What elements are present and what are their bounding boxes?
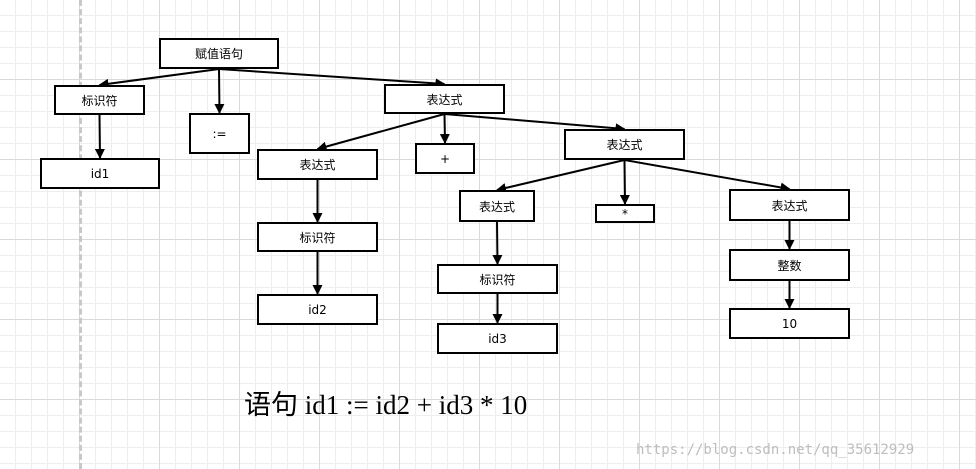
edge-expr_root-to-expr_l bbox=[316, 113, 445, 152]
edge-expr_root-to-expr_r bbox=[444, 113, 626, 134]
page-guide-line bbox=[79, 0, 82, 469]
node-multiply-operator: * bbox=[595, 204, 655, 223]
edge-assign-to-op_assign bbox=[214, 68, 225, 114]
node-assignment-statement: 赋值语句 bbox=[159, 38, 279, 69]
node-expression: 表达式 bbox=[459, 190, 535, 222]
edge-assign-to-id_a bbox=[98, 68, 220, 89]
source-watermark: https://blog.csdn.net/qq_35612929 bbox=[636, 442, 915, 458]
node-expression-left: 表达式 bbox=[257, 149, 378, 180]
node-assign-operator: := bbox=[189, 113, 250, 154]
node-id3: id3 bbox=[437, 323, 558, 354]
node-identifier: 标识符 bbox=[54, 85, 145, 115]
node-identifier: 标识符 bbox=[257, 222, 378, 252]
edge-expr_rl-to-id_c bbox=[492, 221, 503, 265]
statement-caption: 语句 id1 := id2 + id3 * 10 bbox=[244, 390, 528, 420]
edge-expr_r-to-op_mul bbox=[619, 159, 630, 205]
edge-expr_r-to-expr_rr bbox=[624, 159, 791, 193]
node-integer: 整数 bbox=[729, 249, 850, 281]
node-expression-root: 表达式 bbox=[384, 84, 505, 114]
edge-id_a-to-id1 bbox=[94, 114, 105, 159]
edge-assign-to-expr_root bbox=[218, 68, 446, 89]
edge-expr_r-to-expr_rl bbox=[496, 159, 625, 193]
node-expression: 表达式 bbox=[729, 189, 850, 221]
node-plus-operator: + bbox=[415, 143, 475, 174]
node-id2: id2 bbox=[257, 294, 378, 325]
node-id1: id1 bbox=[40, 158, 160, 189]
node-expression-right: 表达式 bbox=[564, 129, 685, 160]
node-identifier: 标识符 bbox=[437, 264, 558, 294]
edge-expr_root-to-op_plus bbox=[439, 113, 450, 144]
node-number-10: 10 bbox=[729, 308, 850, 339]
